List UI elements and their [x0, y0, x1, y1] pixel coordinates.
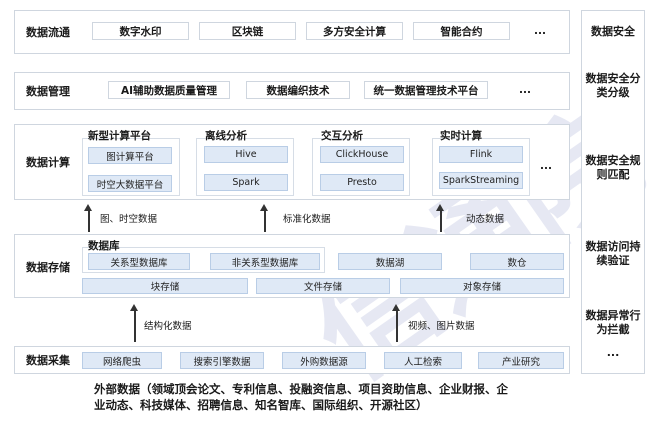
- arrow-standardized-data: [264, 210, 266, 232]
- compute-group-title: 实时计算: [440, 130, 482, 142]
- compute-group-title: 离线分析: [205, 130, 247, 142]
- layer-label-compute: 数据计算: [26, 156, 70, 169]
- storage-item-data-warehouse[interactable]: 数仓: [470, 253, 564, 270]
- storage-item-file[interactable]: 文件存储: [256, 278, 390, 294]
- arrow-dynamic-data: [440, 210, 442, 232]
- collection-item-search-engine[interactable]: 搜索引擎数据: [180, 352, 264, 369]
- storage-item-data-lake[interactable]: 数据湖: [338, 253, 442, 270]
- security-more: ...: [606, 346, 620, 359]
- security-item-rule-matching[interactable]: 数据安全规则匹配: [585, 154, 641, 181]
- compute-item-presto[interactable]: Presto: [320, 174, 404, 191]
- storage-item-nosql-db[interactable]: 非关系型数据库: [210, 253, 320, 270]
- compute-item-spatiotemporal[interactable]: 时空大数据平台: [88, 175, 172, 192]
- compute-group-title: 交互分析: [321, 130, 363, 142]
- collection-item-crawler[interactable]: 网络爬虫: [82, 352, 162, 369]
- compute-item-flink[interactable]: Flink: [439, 146, 523, 163]
- storage-item-object[interactable]: 对象存储: [400, 278, 564, 294]
- management-item-ai-quality[interactable]: AI辅助数据质量管理: [108, 81, 230, 99]
- security-item-classification[interactable]: 数据安全分类分级: [585, 72, 641, 99]
- compute-group-title: 新型计算平台: [88, 130, 151, 142]
- collection-item-purchased[interactable]: 外购数据源: [282, 352, 366, 369]
- compute-item-clickhouse[interactable]: ClickHouse: [320, 146, 404, 163]
- arrow-head-icon: [84, 204, 92, 211]
- flow-label-video: 视频、图片数据: [408, 321, 475, 332]
- layer-label-collection: 数据采集: [26, 354, 70, 367]
- storage-item-relational-db[interactable]: 关系型数据库: [88, 253, 190, 270]
- arrow-head-icon: [436, 204, 444, 211]
- arrow-head-icon: [392, 304, 400, 311]
- circulation-item-smart-contract[interactable]: 智能合约: [413, 22, 510, 40]
- compute-item-spark[interactable]: Spark: [204, 174, 288, 191]
- circulation-item-blockchain[interactable]: 区块链: [199, 22, 296, 40]
- security-column: [581, 10, 645, 374]
- external-data-caption: 外部数据（领域顶会论文、专利信息、投融资信息、项目资助信息、企业财报、企业动态、…: [94, 382, 508, 412]
- management-item-data-fabric[interactable]: 数据编织技术: [246, 81, 350, 99]
- compute-item-sparkstreaming[interactable]: SparkStreaming: [439, 172, 523, 189]
- compute-item-graph[interactable]: 图计算平台: [88, 147, 172, 164]
- arrow-structured-data: [134, 310, 136, 342]
- circulation-item-more: ...: [520, 22, 560, 40]
- security-item-data-security[interactable]: 数据安全: [591, 25, 635, 38]
- flow-label-structured: 结构化数据: [144, 321, 192, 332]
- security-item-anomaly-interception[interactable]: 数据异常行为拦截: [585, 309, 641, 336]
- circulation-item-watermark[interactable]: 数字水印: [92, 22, 189, 40]
- layer-label-storage: 数据存储: [26, 261, 70, 274]
- arrow-video-data: [396, 310, 398, 342]
- layer-label-management: 数据管理: [26, 85, 70, 98]
- arrow-head-icon: [130, 304, 138, 311]
- flow-label-graph: 图、时空数据: [100, 214, 158, 225]
- security-item-access-verification[interactable]: 数据访问持续验证: [585, 240, 641, 267]
- flow-label-standardized: 标准化数据: [283, 214, 331, 225]
- collection-item-manual[interactable]: 人工检索: [384, 352, 462, 369]
- arrow-head-icon: [260, 204, 268, 211]
- compute-item-hive[interactable]: Hive: [204, 146, 288, 163]
- management-item-more: ...: [505, 81, 545, 99]
- arrow-graph-data: [88, 210, 90, 232]
- management-item-unified-platform[interactable]: 统一数据管理技术平台: [364, 81, 488, 99]
- flow-label-dynamic: 动态数据: [466, 214, 505, 225]
- layer-label-circulation: 数据流通: [26, 26, 70, 39]
- circulation-item-mpc[interactable]: 多方安全计算: [306, 22, 403, 40]
- storage-item-block[interactable]: 块存储: [82, 278, 248, 294]
- compute-more: ...: [540, 160, 552, 172]
- collection-item-industry-research[interactable]: 产业研究: [478, 352, 564, 369]
- storage-database-title: 数据库: [88, 240, 120, 252]
